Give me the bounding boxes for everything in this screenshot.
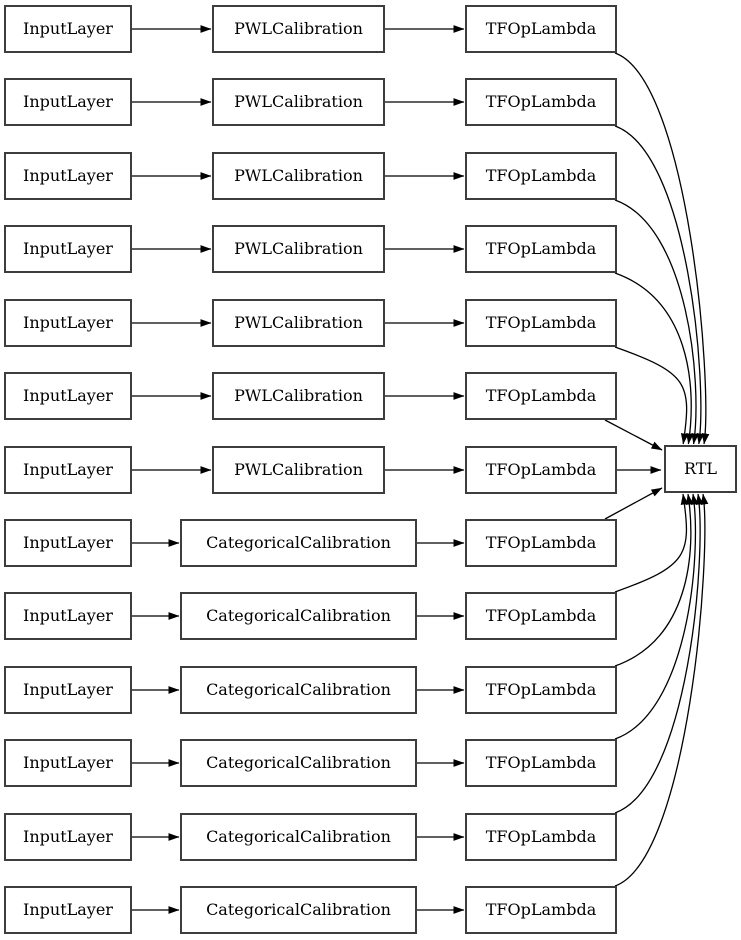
node-categorical-calibration-13: CategoricalCalibration [180, 886, 417, 934]
node-tfoplambda-8: TFOpLambda [465, 519, 617, 567]
node-inputlayer-4: InputLayer [4, 225, 132, 273]
node-inputlayer-11: InputLayer [4, 739, 132, 787]
node-tfoplambda-1: TFOpLambda [465, 5, 617, 53]
node-categorical-calibration-10: CategoricalCalibration [180, 666, 417, 714]
node-pwl-calibration-2: PWLCalibration [212, 78, 385, 126]
node-tfoplambda-5: TFOpLambda [465, 299, 617, 347]
node-tfoplambda-3: TFOpLambda [465, 152, 617, 200]
edge-lambda-to-rtl-5 [614, 346, 689, 445]
edge-lambda-to-rtl-2 [614, 125, 705, 445]
node-tfoplambda-2: TFOpLambda [465, 78, 617, 126]
node-inputlayer-8: InputLayer [4, 519, 132, 567]
node-tfoplambda-13: TFOpLambda [465, 886, 617, 934]
edge-lambda-to-rtl-11 [614, 493, 699, 740]
node-pwl-calibration-4: PWLCalibration [212, 225, 385, 273]
node-categorical-calibration-9: CategoricalCalibration [180, 592, 417, 640]
node-categorical-calibration-11: CategoricalCalibration [180, 739, 417, 787]
node-pwl-calibration-7: PWLCalibration [212, 446, 385, 494]
node-inputlayer-3: InputLayer [4, 152, 132, 200]
node-tfoplambda-9: TFOpLambda [465, 592, 617, 640]
node-tfoplambda-11: TFOpLambda [465, 739, 617, 787]
node-inputlayer-13: InputLayer [4, 886, 132, 934]
node-inputlayer-12: InputLayer [4, 813, 132, 861]
node-pwl-calibration-6: PWLCalibration [212, 372, 385, 420]
edge-lambda-to-rtl-9 [614, 493, 689, 593]
edge-lambda-to-rtl-6 [604, 419, 663, 451]
edge-lambda-to-rtl-4 [614, 272, 694, 445]
edge-lambda-to-rtl-8 [604, 487, 663, 520]
node-inputlayer-9: InputLayer [4, 592, 132, 640]
node-pwl-calibration-3: PWLCalibration [212, 152, 385, 200]
node-categorical-calibration-12: CategoricalCalibration [180, 813, 417, 861]
node-rtl-output: RTL [664, 445, 737, 493]
node-tfoplambda-4: TFOpLambda [465, 225, 617, 273]
edge-lambda-to-rtl-1 [614, 52, 710, 445]
node-tfoplambda-12: TFOpLambda [465, 813, 617, 861]
node-inputlayer-5: InputLayer [4, 299, 132, 347]
node-categorical-calibration-8: CategoricalCalibration [180, 519, 417, 567]
node-inputlayer-10: InputLayer [4, 666, 132, 714]
node-pwl-calibration-5: PWLCalibration [212, 299, 385, 347]
node-inputlayer-1: InputLayer [4, 5, 132, 53]
node-tfoplambda-6: TFOpLambda [465, 372, 617, 420]
edge-lambda-to-rtl-10 [614, 493, 694, 667]
node-tfoplambda-7: TFOpLambda [465, 446, 617, 494]
edge-lambda-to-rtl-12 [614, 493, 704, 814]
edge-lambda-to-rtl-13 [614, 493, 709, 887]
edge-lambda-to-rtl-3 [614, 199, 699, 445]
node-inputlayer-2: InputLayer [4, 78, 132, 126]
node-pwl-calibration-1: PWLCalibration [212, 5, 385, 53]
node-inputlayer-6: InputLayer [4, 372, 132, 420]
node-tfoplambda-10: TFOpLambda [465, 666, 617, 714]
node-inputlayer-7: InputLayer [4, 446, 132, 494]
